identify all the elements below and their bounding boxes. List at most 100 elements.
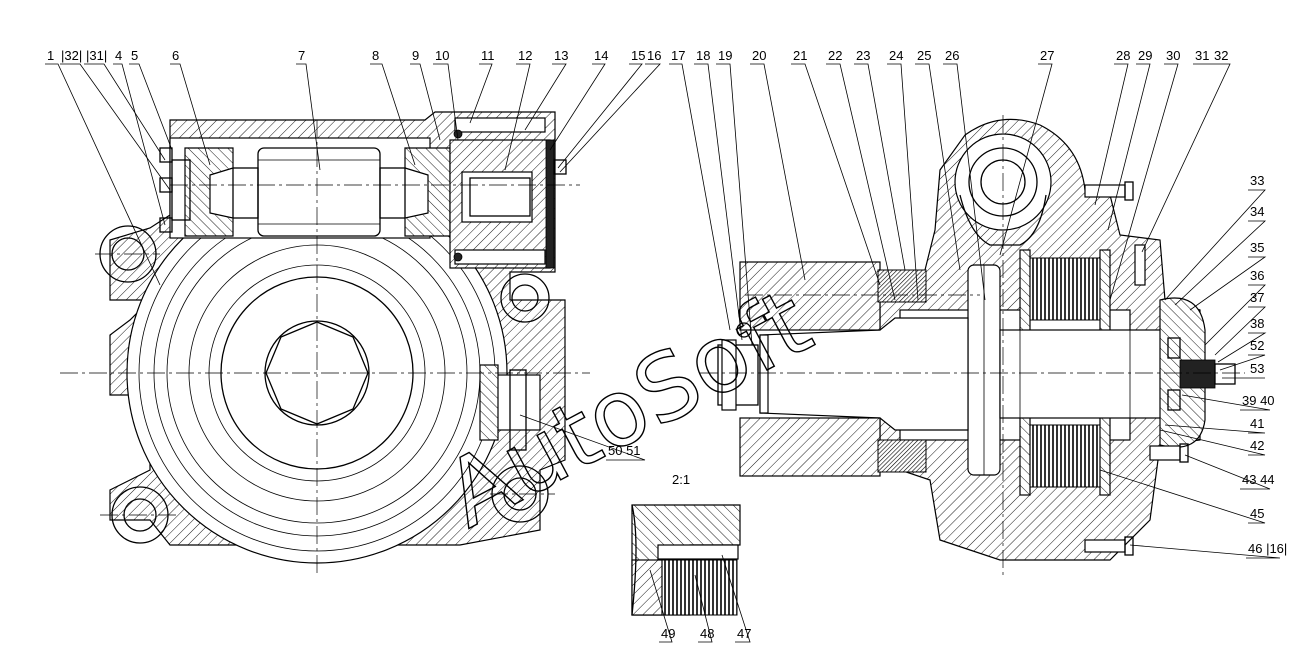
callout-top: 4 bbox=[115, 48, 122, 63]
callout-detail: 48 bbox=[700, 626, 714, 641]
callout-right: 39 40 bbox=[1242, 393, 1275, 408]
detail-scale-label: 2:1 bbox=[672, 472, 690, 487]
callout-top: 23 bbox=[856, 48, 870, 63]
callout-top: 10 bbox=[435, 48, 449, 63]
leader-line bbox=[1174, 220, 1267, 306]
leader-line bbox=[791, 63, 881, 286]
leader-line bbox=[649, 569, 673, 643]
leader-line bbox=[721, 554, 751, 643]
leader-line bbox=[854, 63, 906, 271]
callout-top: 19 bbox=[718, 48, 732, 63]
leader-line bbox=[45, 63, 161, 286]
leader-line bbox=[113, 63, 166, 226]
leader-line bbox=[1164, 424, 1266, 434]
callout-top: 7 bbox=[298, 48, 305, 63]
leader-line bbox=[1109, 63, 1179, 301]
callout-right: 36 bbox=[1250, 268, 1264, 283]
leader-line bbox=[1181, 394, 1271, 411]
callout-right: 38 bbox=[1250, 316, 1264, 331]
leader-line bbox=[559, 63, 661, 173]
leader-line bbox=[557, 63, 643, 169]
output-shaft bbox=[759, 317, 969, 431]
callout-top: 11 bbox=[481, 48, 495, 63]
callout-right: 53 bbox=[1250, 361, 1264, 376]
leader-line bbox=[669, 63, 731, 331]
leader-line bbox=[915, 63, 961, 271]
leader-line bbox=[129, 63, 173, 151]
callout-top: 12 bbox=[518, 48, 532, 63]
detail-callouts: 49 48 47 bbox=[661, 626, 751, 641]
leader-line bbox=[170, 63, 211, 166]
callout-top: 28 bbox=[1116, 48, 1130, 63]
callout-top: 17 bbox=[671, 48, 685, 63]
callout-right: 45 bbox=[1250, 506, 1264, 521]
leader-line bbox=[1189, 256, 1267, 311]
leader-line bbox=[410, 63, 441, 141]
leader-line bbox=[370, 63, 416, 166]
callout-right: 33 bbox=[1250, 173, 1264, 188]
left-section-view bbox=[60, 111, 590, 575]
seal-top bbox=[877, 269, 927, 303]
friction-pack-bottom bbox=[1029, 424, 1101, 488]
callout-detail: 49 bbox=[661, 626, 675, 641]
leader-line bbox=[1129, 544, 1281, 559]
callout-top: 1 bbox=[47, 48, 54, 63]
right-section-view bbox=[700, 115, 1245, 578]
leader-line bbox=[716, 63, 753, 346]
leader-line bbox=[1217, 332, 1267, 363]
callout-top: 22 bbox=[828, 48, 842, 63]
callout-right: 42 bbox=[1250, 438, 1264, 453]
leader-line bbox=[887, 63, 919, 301]
leader-lines bbox=[45, 63, 1281, 643]
callout-top: 6 bbox=[172, 48, 179, 63]
leader-line bbox=[433, 63, 459, 141]
leader-line bbox=[1141, 63, 1231, 253]
leader-line bbox=[1099, 469, 1266, 524]
callout-top: 8 bbox=[372, 48, 379, 63]
callout-top: 15 bbox=[631, 48, 645, 63]
leader-line bbox=[750, 63, 806, 281]
leader-line bbox=[1094, 63, 1129, 206]
leader-line bbox=[943, 63, 986, 301]
callout-detail: 47 bbox=[737, 626, 751, 641]
leader-line bbox=[1204, 284, 1266, 346]
section-callouts: 50 51 bbox=[608, 443, 641, 458]
callout-top: 14 bbox=[594, 48, 608, 63]
callout-right: 41 bbox=[1250, 416, 1264, 431]
leader-line bbox=[999, 63, 1053, 256]
callout-top: 31 bbox=[1195, 48, 1209, 63]
callout-right: 46 |16| bbox=[1248, 541, 1287, 556]
callout-right: 52 bbox=[1250, 338, 1264, 353]
input-tube-bottom bbox=[739, 417, 881, 477]
leader-line bbox=[1164, 189, 1266, 301]
leader-line bbox=[60, 63, 171, 191]
callout-top: 29 bbox=[1138, 48, 1152, 63]
callout-top: 32 bbox=[1214, 48, 1228, 63]
callout-top: 24 bbox=[889, 48, 903, 63]
leader-line bbox=[524, 63, 567, 131]
leader-line bbox=[1214, 306, 1266, 356]
detail-view: 2:1 bbox=[631, 472, 741, 616]
leader-line bbox=[826, 63, 896, 301]
callout-top: 27 bbox=[1040, 48, 1054, 63]
friction-pack-top bbox=[1029, 257, 1101, 321]
leader-line bbox=[1219, 354, 1266, 371]
leader-line bbox=[504, 63, 531, 171]
leader-line bbox=[84, 63, 166, 161]
leader-line bbox=[296, 63, 321, 171]
leader-line bbox=[694, 574, 713, 643]
callout-top: 5 bbox=[131, 48, 138, 63]
callout-top: 21 bbox=[793, 48, 807, 63]
leader-line bbox=[1159, 429, 1266, 456]
top-callouts: 1 |32| |31| 4 5 6 7 8 9 10 11 12 13 14 1… bbox=[47, 48, 1228, 63]
leader-line bbox=[469, 63, 493, 124]
mount-boss-right bbox=[500, 273, 550, 323]
leader-line bbox=[1184, 454, 1271, 490]
callout-top: 25 bbox=[917, 48, 931, 63]
leader-line bbox=[1107, 63, 1151, 231]
detail-friction-discs bbox=[661, 559, 738, 616]
callout-right: 35 bbox=[1250, 240, 1264, 255]
right-callouts: 33 34 35 36 37 38 52 53 39 40 41 42 43 4… bbox=[1242, 173, 1287, 556]
callout-section: 50 51 bbox=[608, 443, 641, 458]
